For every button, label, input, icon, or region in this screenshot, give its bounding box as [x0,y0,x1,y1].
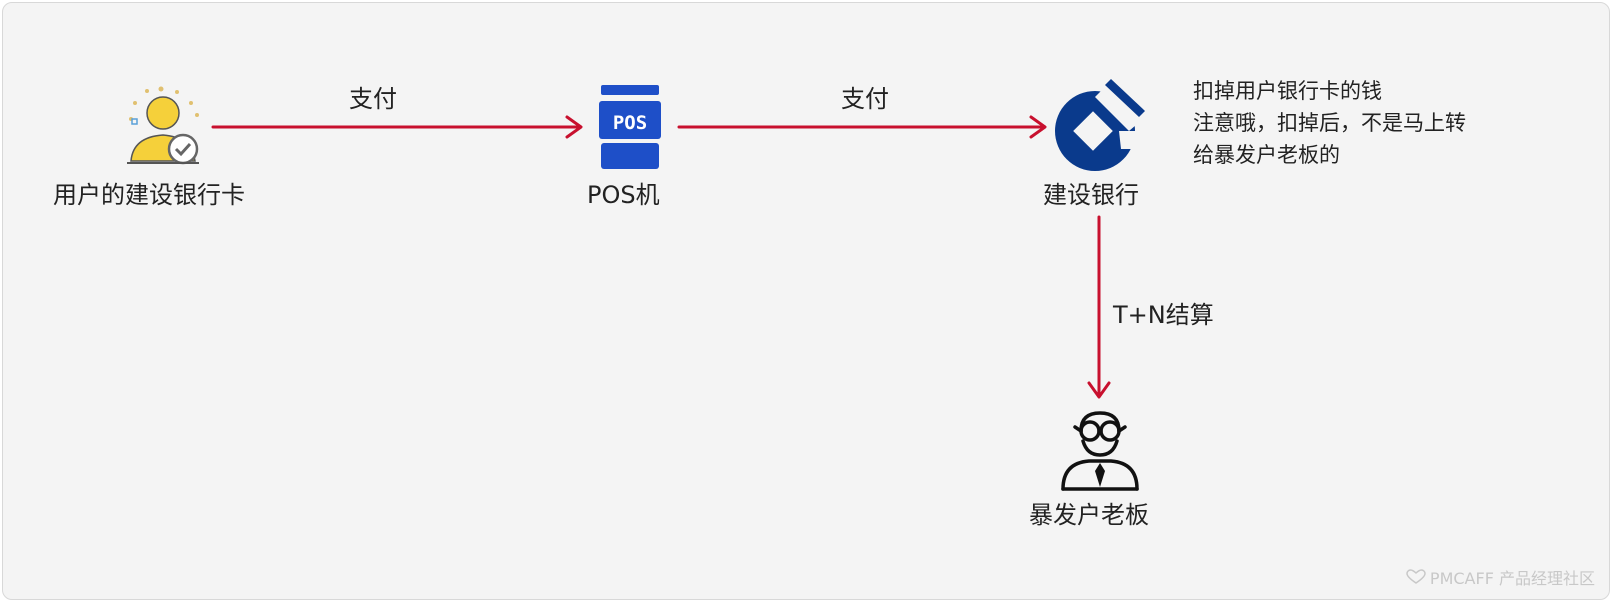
edge-bank-to-boss-label: T+N结算 [1113,301,1214,329]
boss-node-label: 暴发户老板 [1029,501,1149,529]
edge-user-to-pos-arrowhead [565,115,583,139]
pos-machine-icon: POS [599,85,661,169]
edge-pos-to-bank-label: 支付 [841,85,889,113]
pos-icon-text: POS [613,112,647,134]
user-card-icon [121,85,205,169]
edge-pos-to-bank-arrowhead [1029,115,1047,139]
bank-note: 扣掉用户银行卡的钱 注意哦，扣掉后，不是马上转 给暴发户老板的 [1193,75,1466,171]
heart-cup-icon [1406,569,1426,584]
watermark-text: PMCAFF 产品经理社区 [1429,569,1595,588]
note-line-3: 给暴发户老板的 [1193,143,1340,167]
edge-bank-to-boss-arrowhead [1087,381,1111,399]
note-line-1: 扣掉用户银行卡的钱 [1193,79,1382,103]
boss-person-icon [1059,407,1141,491]
pos-node-label: POS机 [587,181,660,209]
watermark: PMCAFF 产品经理社区 [1406,565,1595,589]
ccb-bank-logo-icon [1049,79,1145,175]
edge-user-to-pos-label: 支付 [349,85,397,113]
note-line-2: 注意哦，扣掉后，不是马上转 [1193,111,1466,135]
connectors [211,115,1111,399]
user-node-label: 用户的建设银行卡 [53,181,245,209]
bank-node-label: 建设银行 [1043,181,1139,209]
